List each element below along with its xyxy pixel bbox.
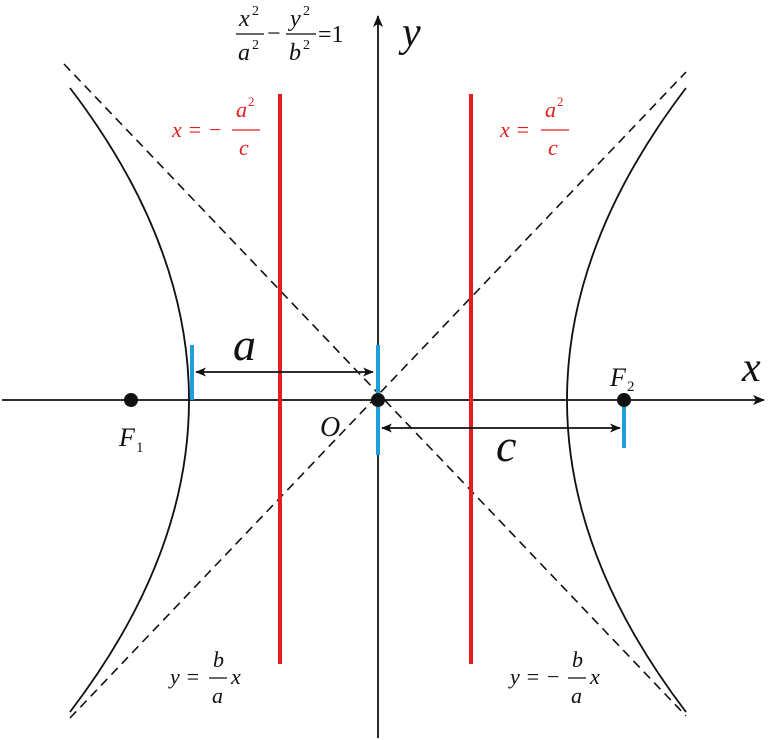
ar-num: b	[572, 647, 583, 672]
a-length-label: a	[233, 319, 256, 370]
hyperbola-left-branch	[69, 87, 190, 713]
eq-a: a	[238, 40, 250, 66]
origin-point	[371, 393, 385, 407]
asymptote-line-positive	[69, 71, 687, 719]
dl-den: c	[239, 135, 249, 160]
focus-point-f2	[617, 393, 631, 407]
hyperbola-right-branch	[566, 87, 687, 713]
eq-x: x	[238, 6, 250, 32]
origin-label: O	[320, 412, 340, 443]
x-axis-label: x	[741, 345, 761, 391]
eq-a-exp: 2	[252, 38, 259, 53]
dr-exp: 2	[557, 94, 564, 109]
al-var: x	[230, 664, 241, 689]
f2-subscript: 2	[627, 379, 635, 395]
ar-var: x	[589, 664, 600, 689]
asymptote-right-label: y = − b a x	[508, 647, 600, 708]
dr-lhs: x =	[499, 117, 530, 142]
dl-exp: 2	[248, 94, 255, 109]
eq-y: y	[288, 6, 301, 32]
al-num: b	[213, 647, 224, 672]
directrix-right-label: x = a 2 c	[499, 94, 569, 160]
asymptote-line-negative	[63, 63, 687, 717]
focus-point-f1	[124, 393, 138, 407]
f1-subscript: 1	[136, 440, 144, 456]
hyperbola-equation: x 2 a 2 − y 2 b 2 =1	[236, 4, 344, 66]
directrix-left-label: x = − a 2 c	[171, 94, 260, 160]
focus-label-f2: F 2	[609, 363, 635, 395]
al-lhs: y =	[168, 664, 200, 689]
dr-num: a	[545, 97, 556, 122]
eq-b-exp: 2	[303, 38, 310, 53]
eq-b: b	[289, 40, 301, 66]
asymptote-left-label: y = b a x	[168, 647, 241, 708]
y-axis-label: y	[398, 10, 421, 56]
f1-letter: F	[118, 423, 136, 452]
c-length-label: c	[496, 420, 516, 471]
ar-lhs: y = −	[508, 664, 560, 689]
dl-num: a	[236, 97, 247, 122]
eq-y-exp: 2	[303, 4, 310, 19]
ar-den: a	[571, 683, 582, 708]
eq-minus: −	[267, 21, 281, 47]
eq-equals-one: =1	[318, 22, 344, 48]
f2-letter: F	[609, 363, 627, 392]
dl-lhs: x = −	[171, 117, 222, 142]
al-den: a	[212, 683, 223, 708]
focus-label-f1: F 1	[118, 423, 144, 456]
eq-x-exp: 2	[252, 4, 259, 19]
dr-den: c	[548, 135, 558, 160]
